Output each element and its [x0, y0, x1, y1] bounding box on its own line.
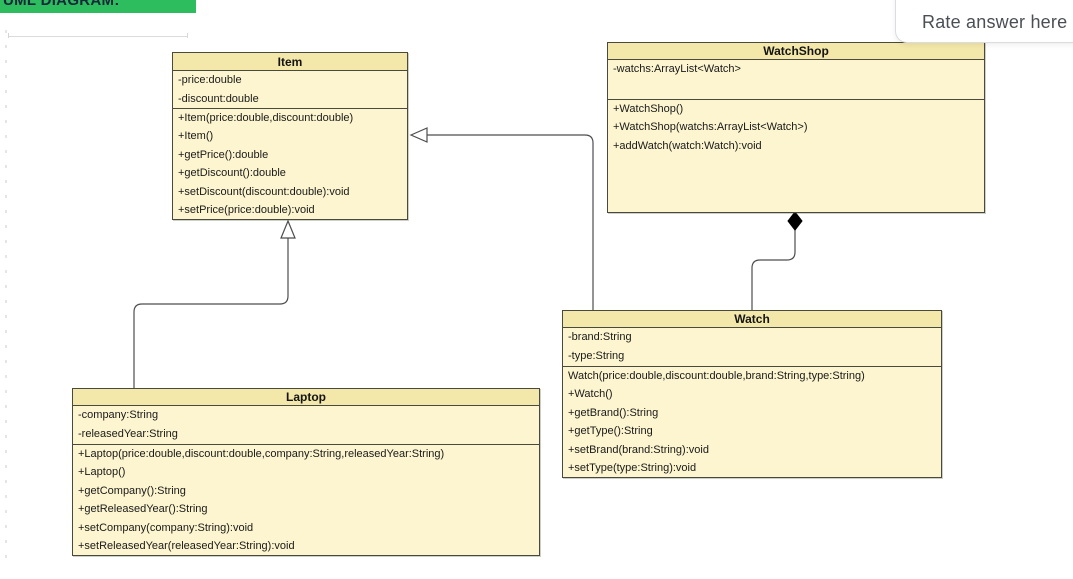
uml-class-watchshop: WatchShop -watchs:ArrayList<Watch> +Watc…	[607, 42, 985, 213]
class-methods: +WatchShop() +WatchShop(watchs:ArrayList<…	[608, 100, 984, 212]
page-edge-dots	[5, 30, 7, 568]
uml-class-item: Item -price:double -discount:double +Item…	[172, 52, 408, 220]
uml-text-line: -watchs:ArrayList<Watch>	[613, 63, 741, 75]
class-title: Item	[173, 53, 407, 71]
uml-text-line: -brand:String	[568, 331, 632, 343]
class-methods: +Laptop(price:double,discount:double,com…	[73, 445, 539, 556]
uml-text-line: -type:String	[568, 350, 625, 362]
uml-text-line: +setType(type:String):void	[568, 462, 697, 475]
class-attributes: -company:String -releasedYear:String	[73, 406, 539, 445]
composition-diamond-icon	[787, 211, 803, 231]
uml-class-laptop: Laptop -company:String -releasedYear:Stri…	[72, 388, 540, 556]
class-attributes: -watchs:ArrayList<Watch>	[608, 60, 984, 100]
uml-text-line: +Laptop()	[78, 466, 126, 479]
uml-text-line: +WatchShop(watchs:ArrayList<Watch>)	[613, 121, 808, 134]
uml-text-line: +getCompany():String	[78, 484, 186, 497]
generalization-connector-watch-item	[409, 127, 594, 310]
uml-text-line: +Watch()	[568, 388, 613, 401]
uml-text-line: +Item(price:double,discount:double)	[178, 112, 354, 124]
uml-text-line: +getType():String	[568, 425, 653, 438]
uml-diagram-heading-text: UML DIAGRAM:	[3, 0, 120, 9]
uml-text-line: -releasedYear:String	[78, 428, 178, 440]
rate-answer-label: Rate answer here	[922, 12, 1068, 32]
class-methods: +Item(price:double,discount:double) +Item…	[173, 109, 407, 220]
uml-text-line: -discount:double	[178, 93, 259, 105]
uml-diagram-heading: UML DIAGRAM:	[0, 0, 196, 13]
uml-text-line: +Item()	[178, 130, 214, 143]
uml-text-line: +getPrice():double	[178, 148, 269, 161]
uml-text-line: -price:double	[178, 74, 242, 86]
generalization-connector-laptop-item	[133, 219, 296, 388]
class-methods: Watch(price:double,discount:double,brand…	[563, 367, 941, 478]
uml-text-line: +getDiscount():double	[178, 167, 286, 180]
class-attributes: -brand:String -type:String	[563, 328, 941, 367]
uml-text-line: +addWatch(watch:Watch):void	[613, 139, 762, 152]
uml-text-line: +Laptop(price:double,discount:double,com…	[78, 448, 445, 460]
class-title: Watch	[563, 311, 941, 328]
rate-answer-popup[interactable]: Rate answer here	[895, 0, 1073, 43]
canvas-top-border	[8, 33, 188, 38]
uml-text-line: -company:String	[78, 409, 159, 421]
uml-text-line: +getReleasedYear():String	[78, 503, 208, 516]
generalization-arrow-icon	[409, 127, 428, 143]
composition-connector-watchshop-watch	[751, 211, 803, 310]
uml-text-line: +setCompany(company:String):void	[78, 521, 254, 534]
class-title: WatchShop	[608, 43, 984, 60]
uml-text-line: Watch(price:double,discount:double,brand…	[568, 370, 865, 382]
class-attributes: -price:double -discount:double	[173, 71, 407, 109]
class-title: Laptop	[73, 389, 539, 406]
uml-text-line: +setBrand(brand:String):void	[568, 443, 709, 456]
generalization-arrow-icon	[280, 219, 296, 239]
uml-text-line: +setReleasedYear(releasedYear:String):vo…	[78, 540, 295, 553]
uml-text-line: +getBrand():String	[568, 406, 659, 419]
uml-class-watch: Watch -brand:String -type:String Watch(pr…	[562, 310, 942, 478]
uml-text-line: +setPrice(price:double):void	[178, 204, 315, 217]
uml-text-line: +setDiscount(discount:double):void	[178, 185, 350, 198]
uml-text-line: +WatchShop()	[613, 103, 684, 115]
